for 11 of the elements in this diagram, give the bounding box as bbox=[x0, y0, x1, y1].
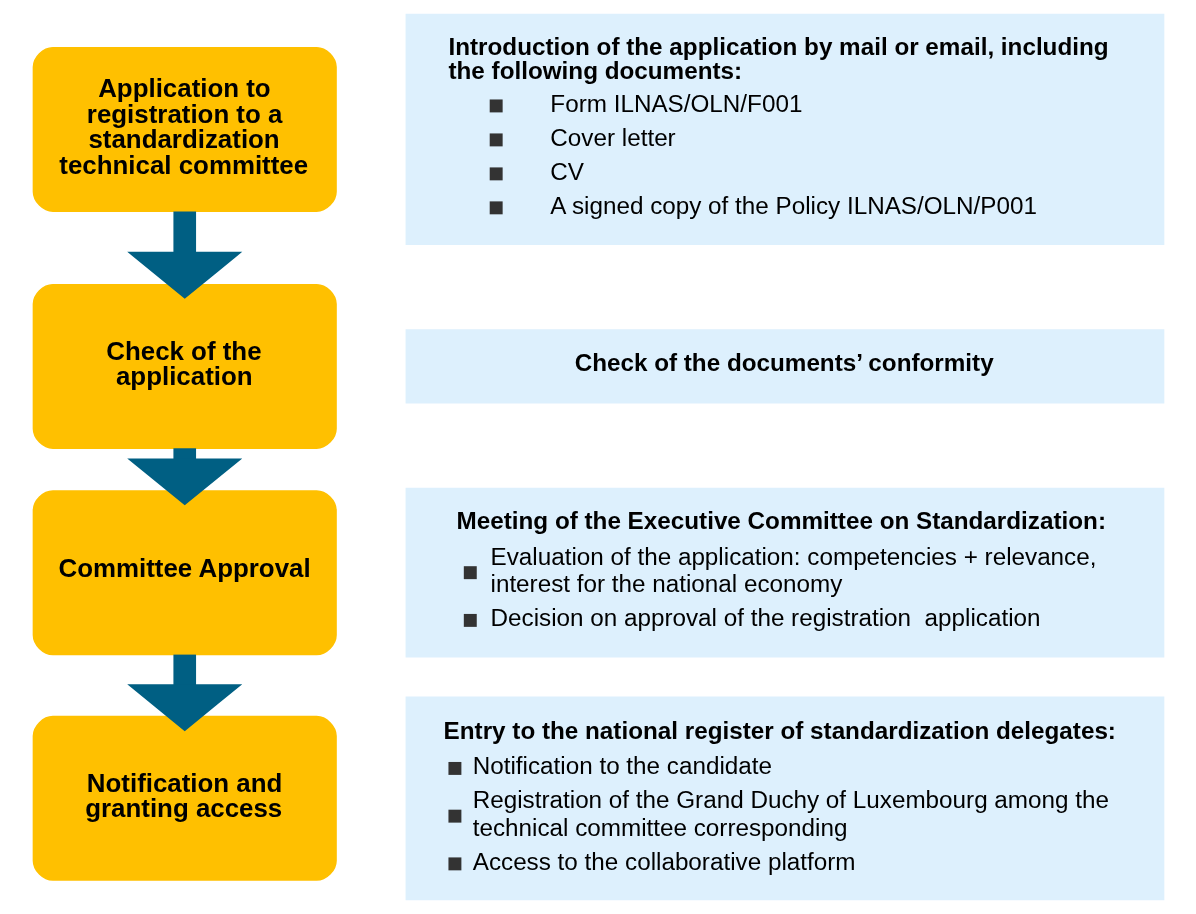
arrow bbox=[126, 654, 242, 732]
node-box: Check of the documents’ conformity bbox=[405, 329, 1164, 404]
node-box: Application to registration to a standardization technical committee bbox=[32, 46, 337, 212]
arrow bbox=[126, 448, 242, 506]
node-box: Meeting of the Executive Committee on Standardization: Evaluation of the application: competencies + relevance, interest for the national economy Decision on approval of the registration application bbox=[405, 487, 1164, 658]
arrow bbox=[126, 211, 242, 299]
node-box: Entry to the national register of standardization delegates: Notification to the candidate Registration of the Grand Duchy of Luxembourg among the technical committee corresponding Access to the collaborative platform bbox=[405, 696, 1164, 901]
node-box: Check of the application bbox=[32, 283, 337, 449]
node-box: Notification and granting access bbox=[32, 715, 337, 881]
node-box: Introduction of the application by mail or email, including the following documents: Form ILNAS/OLN/F001 Cover letter CV A signed copy of the Policy ILNAS/OLN/P001 bbox=[405, 13, 1164, 246]
node-box: Committee Approval bbox=[32, 490, 337, 656]
